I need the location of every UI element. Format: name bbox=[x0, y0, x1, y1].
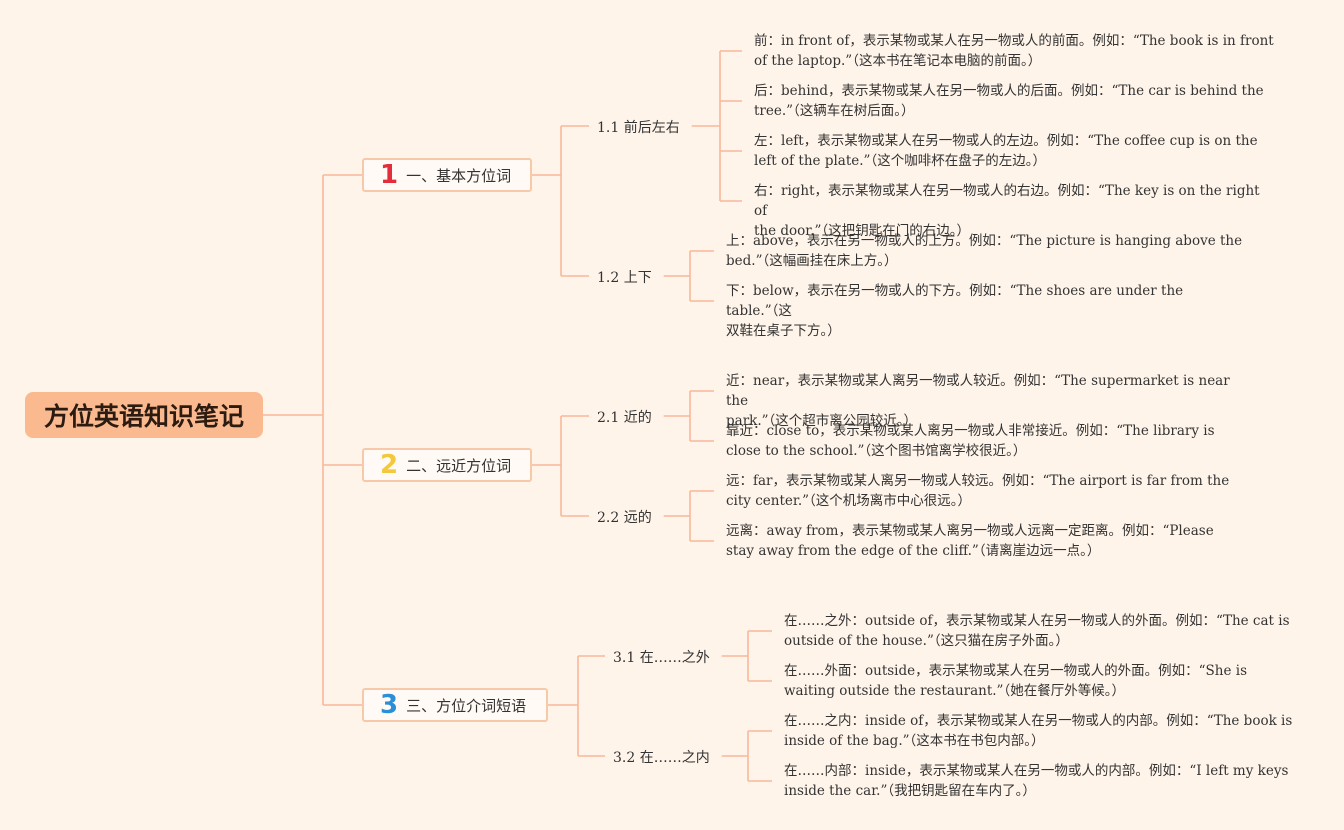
leaf-text-line: inside the car.”（我把钥匙留在车内了。） bbox=[784, 783, 1036, 799]
leaf-note[interactable]: 在……之外：outside of，表示某物或某人在另一物或人的外面。例如：“Th… bbox=[784, 611, 1304, 651]
leaf-note[interactable]: 远：far，表示某物或某人离另一物或人较远。例如：“The airport is… bbox=[726, 471, 1246, 511]
root-topic[interactable]: 方位英语知识笔记 bbox=[25, 392, 263, 438]
leaf-text-line: 右：right，表示某物或某人在另一物或人的右边。例如：“The key is … bbox=[754, 183, 1260, 219]
leaf-text-line: tree.”（这辆车在树后面。） bbox=[754, 103, 915, 119]
leaf-note[interactable]: 右：right，表示某物或某人在另一物或人的右边。例如：“The key is … bbox=[754, 181, 1274, 241]
branch-topic-2[interactable]: 2 二、远近方位词 bbox=[362, 448, 532, 482]
leaf-text-line: stay away from the edge of the cliff.”（请… bbox=[726, 543, 1101, 559]
leaf-text-line: 上：above，表示在另一物或人的上方。例如：“The picture is h… bbox=[726, 233, 1243, 249]
leaf-text-line: 靠近：close to，表示某物或某人离另一物或人非常接近。例如：“The li… bbox=[726, 423, 1215, 439]
leaf-text-line: 远离：away from，表示某物或某人离另一物或人远离一定距离。例如：“Ple… bbox=[726, 523, 1214, 539]
leaf-text-line: park.”（这个超市离公园较近。） bbox=[726, 413, 918, 429]
leaf-text-line: 在……外面：outside，表示某物或某人在另一物或人的外面。例如：“She i… bbox=[784, 663, 1247, 679]
leaf-text-line: 左：left，表示某物或某人在另一物或人的左边。例如：“The coffee c… bbox=[754, 133, 1258, 149]
leaf-text-line: 远：far，表示某物或某人离另一物或人较远。例如：“The airport is… bbox=[726, 473, 1230, 489]
leaf-text-line: close to the school.”（这个图书馆离学校很近。） bbox=[726, 443, 1027, 459]
leaf-text-line: of the laptop.”（这本书在笔记本电脑的前面。） bbox=[754, 53, 1042, 69]
branch-number-badge: 1 bbox=[380, 160, 399, 190]
leaf-text-line: 在……之外：outside of，表示某物或某人在另一物或人的外面。例如：“Th… bbox=[784, 613, 1290, 629]
branch-topic-3[interactable]: 3 三、方位介词短语 bbox=[362, 688, 548, 722]
subtopic-label[interactable]: 1.2 上下 bbox=[597, 270, 652, 286]
leaf-note[interactable]: 后：behind，表示某物或某人在另一物或人的后面。例如：“The car is… bbox=[754, 81, 1274, 121]
leaf-text-line: waiting outside the restaurant.”（她在餐厅外等候… bbox=[784, 683, 1125, 699]
leaf-note[interactable]: 在……外面：outside，表示某物或某人在另一物或人的外面。例如：“She i… bbox=[784, 661, 1304, 701]
subtopic-label[interactable]: 3.1 在……之外 bbox=[613, 650, 710, 666]
branch-topic-1[interactable]: 1 一、基本方位词 bbox=[362, 158, 532, 192]
leaf-note[interactable]: 近：near，表示某物或某人离另一物或人较近。例如：“The supermark… bbox=[726, 371, 1246, 431]
branch-number-badge: 2 bbox=[380, 450, 399, 480]
subtopic-label[interactable]: 2.2 远的 bbox=[597, 510, 652, 526]
branch-label: 二、远近方位词 bbox=[406, 456, 512, 475]
branch-label: 一、基本方位词 bbox=[406, 166, 512, 185]
leaf-text-line: left of the plate.”（这个咖啡杯在盘子的左边。） bbox=[754, 153, 1046, 169]
subtopic-label[interactable]: 2.1 近的 bbox=[597, 410, 652, 426]
leaf-text-line: 近：near，表示某物或某人离另一物或人较近。例如：“The supermark… bbox=[726, 373, 1230, 409]
leaf-note[interactable]: 在……之内：inside of，表示某物或某人在另一物或人的内部。例如：“The… bbox=[784, 711, 1304, 751]
leaf-text-line: 双鞋在桌子下方。） bbox=[726, 323, 841, 339]
branch-label: 三、方位介词短语 bbox=[406, 696, 527, 715]
leaf-note[interactable]: 前：in front of，表示某物或某人在另一物或人的前面。例如：“The b… bbox=[754, 31, 1274, 71]
branch-number-badge: 3 bbox=[380, 690, 399, 720]
leaf-text-line: 后：behind，表示某物或某人在另一物或人的后面。例如：“The car is… bbox=[754, 83, 1264, 99]
leaf-note[interactable]: 靠近：close to，表示某物或某人离另一物或人非常接近。例如：“The li… bbox=[726, 421, 1246, 461]
subtopic-label[interactable]: 3.2 在……之内 bbox=[613, 750, 710, 766]
leaf-text-line: 在……之内：inside of，表示某物或某人在另一物或人的内部。例如：“The… bbox=[784, 713, 1293, 729]
leaf-text-line: the door.”（这把钥匙在门的右边。） bbox=[754, 223, 970, 239]
leaf-note[interactable]: 远离：away from，表示某物或某人离另一物或人远离一定距离。例如：“Ple… bbox=[726, 521, 1246, 561]
leaf-note[interactable]: 左：left，表示某物或某人在另一物或人的左边。例如：“The coffee c… bbox=[754, 131, 1274, 171]
leaf-text-line: bed.”（这幅画挂在床上方。） bbox=[726, 253, 898, 269]
leaf-text-line: outside of the house.”（这只猫在房子外面。） bbox=[784, 633, 1069, 649]
leaf-text-line: 在……内部：inside，表示某物或某人在另一物或人的内部。例如：“I left… bbox=[784, 763, 1289, 779]
leaf-text-line: inside of the bag.”（这本书在书包内部。） bbox=[784, 733, 1045, 749]
leaf-text-line: 下：below，表示在另一物或人的下方。例如：“The shoes are un… bbox=[726, 283, 1184, 319]
leaf-note[interactable]: 在……内部：inside，表示某物或某人在另一物或人的内部。例如：“I left… bbox=[784, 761, 1304, 801]
subtopic-label[interactable]: 1.1 前后左右 bbox=[597, 120, 680, 136]
leaf-text-line: city center.”（这个机场离市中心很远。） bbox=[726, 493, 972, 509]
leaf-note[interactable]: 上：above，表示在另一物或人的上方。例如：“The picture is h… bbox=[726, 231, 1246, 271]
leaf-text-line: 前：in front of，表示某物或某人在另一物或人的前面。例如：“The b… bbox=[754, 33, 1274, 49]
root-title: 方位英语知识笔记 bbox=[43, 402, 244, 431]
leaf-note[interactable]: 下：below，表示在另一物或人的下方。例如：“The shoes are un… bbox=[726, 281, 1246, 341]
